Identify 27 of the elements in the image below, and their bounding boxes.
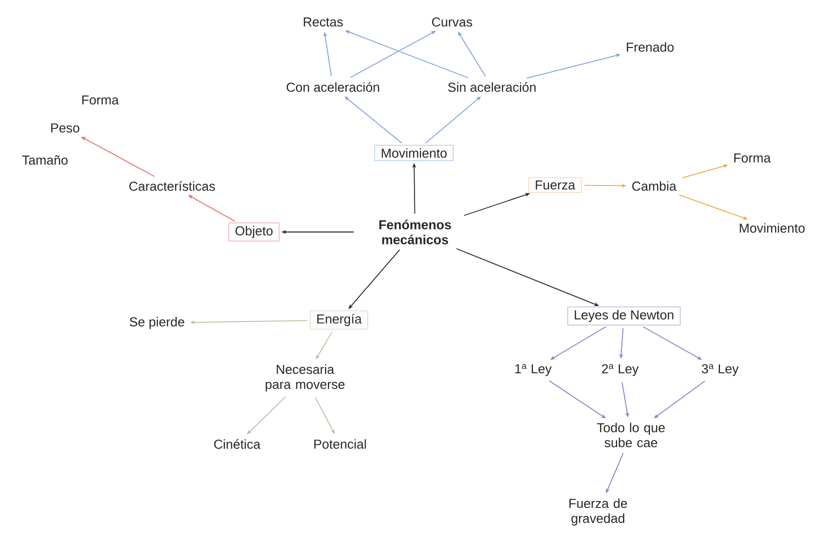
concept-box: Energía [310,310,368,330]
concept-text: Peso [51,123,80,133]
concept-text: Forma [82,95,119,105]
concept-box: Fuerza [528,177,582,193]
concept-text: Tamaño [22,155,68,165]
concept-box: Leyes de Newton [568,306,680,326]
concept-text: Movimiento [740,223,805,233]
concept-text: 1$^{a}$ Ley [515,364,552,376]
concept-text: Características [129,181,215,191]
concept-text: Curvas [432,17,472,27]
concept-text: Rectas [304,17,343,27]
concept-text: Necesaria para moverse [266,364,344,392]
concept-text: Sin aceleración [448,82,536,92]
concept-box: Movimiento [374,145,454,161]
concept-text: Fenómenos mecánicos [379,220,451,244]
concept-text: Cinética [214,439,260,449]
concept-text: Potencial [314,439,366,449]
concept-text: Fuerza de gravedad [569,498,628,526]
concept-text: Se pierde [130,316,184,330]
concept-box: Objeto [228,222,280,242]
concept-text: Todo lo que sube cae [596,422,665,448]
concept-text: 3$^{a}$ Ley [702,364,739,376]
concept-text: Frenado [626,42,674,52]
concept-text: Forma [734,153,771,163]
concept-text: Cambia [632,181,676,191]
concept-text: Con aceleración [286,82,380,92]
concept-text: 2$^{a}$ Ley [602,364,639,376]
